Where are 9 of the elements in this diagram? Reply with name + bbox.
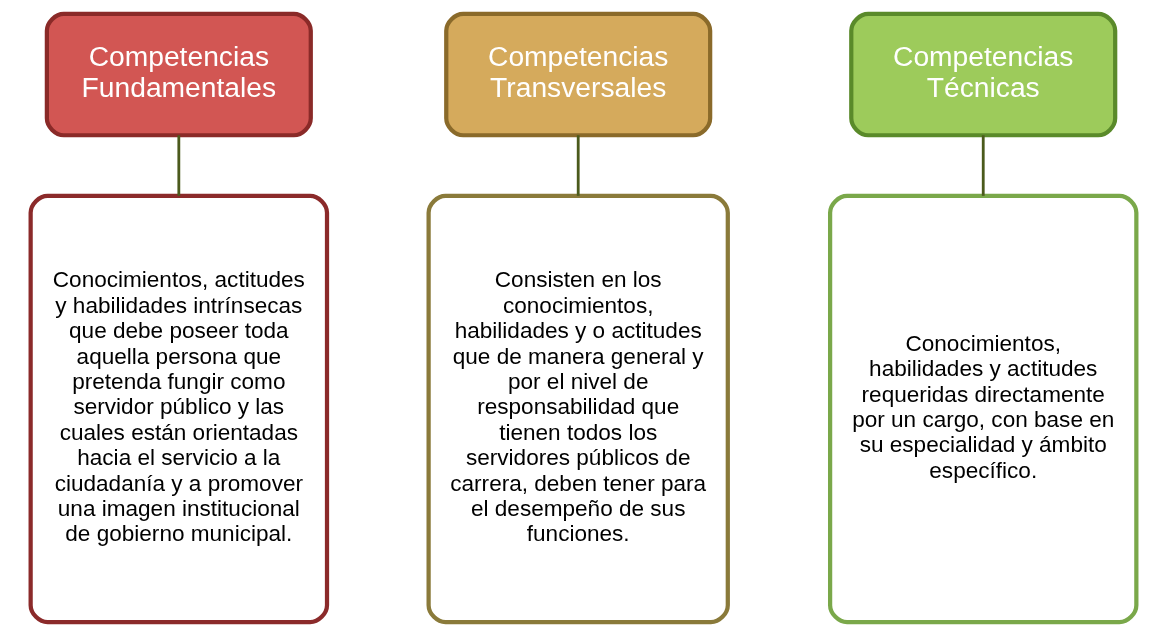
node-box: Conocimientos, habilidades y actitudes requeridas directamente por un cargo, con base en su especialidad y ámbito específico.: [828, 193, 1139, 625]
node-box: Conocimientos, actitudes y habilidades intrínsecas que debe poseer toda aquella persona que pretenda fungir como servidor público y las cuales están orientadas hacia el servicio a la ciudadanía y a promover una imagen institucional de gobierno municipal.: [28, 193, 330, 625]
connector: [981, 135, 985, 196]
connector: [576, 135, 580, 196]
node-box: Consisten en los conocimientos, habilidades y o actitudes que de manera general y por el nivel de responsabilidad que tienen todos los servidores públicos de carrera, deben tener para el desempeño de sus funciones.: [426, 193, 730, 625]
node-box: Competencias Técnicas: [849, 11, 1118, 138]
node-box: Competencias Fundamentales: [44, 11, 313, 138]
connector: [177, 135, 181, 196]
node-box: Competencias Transversales: [444, 11, 713, 138]
